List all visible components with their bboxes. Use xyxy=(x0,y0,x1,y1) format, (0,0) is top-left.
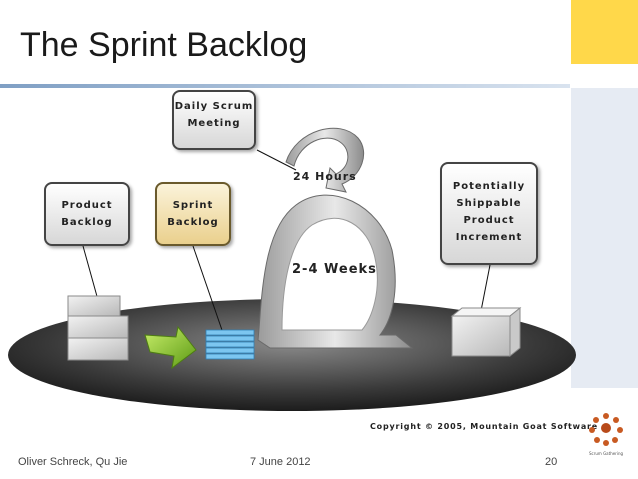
logo-caption: Scrum Gathering xyxy=(589,451,623,456)
daily-scrum-line1: Daily Scrum xyxy=(174,101,254,112)
increment-callout: Potentially Shippable Product Increment xyxy=(440,162,538,265)
sprint-loop-inner xyxy=(281,217,378,331)
increment-line3: Product xyxy=(463,215,515,226)
sprint-backlog-line1: Sprint xyxy=(172,200,214,211)
increment-box xyxy=(450,306,522,358)
increment-line2: Shippable xyxy=(456,198,522,209)
sprint-backlog-stack xyxy=(205,329,255,360)
footer-page-number: 20 xyxy=(545,456,558,468)
footer-authors: Oliver Schreck, Qu Jie xyxy=(18,456,128,468)
product-backlog-cubes xyxy=(67,295,129,361)
corner-accent-block xyxy=(571,0,638,64)
daily-loop-arrow xyxy=(285,127,365,193)
sprint-loop-label: 2-4 Weeks xyxy=(292,262,377,277)
daily-scrum-pointer xyxy=(256,149,297,171)
sprint-backlog-callout: Sprint Backlog xyxy=(155,182,231,246)
daily-loop-label: 24 Hours xyxy=(293,170,357,183)
daily-scrum-callout: Daily Scrum Meeting xyxy=(172,90,256,150)
product-backlog-line1: Product xyxy=(61,200,113,211)
title-divider xyxy=(0,84,570,88)
product-backlog-pointer xyxy=(82,245,99,301)
product-backlog-line2: Backlog xyxy=(61,217,113,228)
process-disc xyxy=(8,299,576,411)
footer-date: 7 June 2012 xyxy=(250,456,311,468)
daily-scrum-line2: Meeting xyxy=(187,118,241,129)
sprint-backlog-pointer xyxy=(192,245,224,334)
product-backlog-callout: Product Backlog xyxy=(44,182,130,246)
slide-title: The Sprint Backlog xyxy=(20,26,308,64)
increment-line1: Potentially xyxy=(452,181,526,192)
green-flow-arrow xyxy=(144,325,197,370)
increment-line4: Increment xyxy=(455,232,523,243)
scrum-gathering-logo: Scrum Gathering xyxy=(589,413,623,456)
copyright-notice: Copyright © 2005, Mountain Goat Software xyxy=(370,422,598,431)
sprint-backlog-line2: Backlog xyxy=(167,217,219,228)
side-accent-panel xyxy=(571,88,638,388)
